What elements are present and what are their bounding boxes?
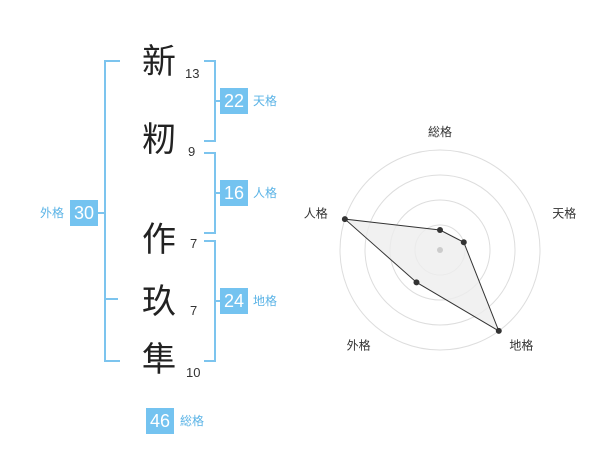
- radar-grid-ring-3: [364, 174, 516, 326]
- chikaku-connector: [214, 300, 220, 302]
- radar-axis-label-5: 人格: [304, 206, 328, 221]
- soukaku-label: 総格: [180, 414, 205, 428]
- soukaku-value: 46: [146, 408, 174, 434]
- radar-point-5: [341, 216, 348, 223]
- gaikaku-bracket: [104, 60, 120, 362]
- tenkaku-connector: [214, 100, 220, 102]
- name-char-3: 作: [142, 220, 176, 260]
- radar-point-1: [437, 227, 443, 233]
- radar-axis-label-2: 天格: [552, 206, 576, 221]
- name-char-2: 籾: [142, 120, 176, 160]
- chikaku-label: 地格: [253, 294, 278, 308]
- gaikaku-bracket-tick: [104, 298, 118, 300]
- stroke-count-4: 7: [190, 303, 198, 318]
- radar-axis-label-3: 地格: [509, 337, 533, 352]
- stroke-count-1: 13: [185, 66, 200, 81]
- radar-center-point: [437, 247, 443, 253]
- radar-point-2: [460, 239, 467, 246]
- tenkaku-label: 天格: [253, 94, 278, 108]
- name-char-4: 玖: [142, 282, 176, 322]
- stroke-count-2: 9: [188, 144, 196, 159]
- gaikaku-connector: [96, 212, 104, 214]
- radar-point-3: [495, 327, 502, 334]
- jinkaku-label: 人格: [253, 186, 278, 200]
- jinkaku-connector: [214, 192, 220, 194]
- chikaku-value: 24: [220, 288, 248, 314]
- stroke-count-5: 10: [186, 365, 201, 380]
- jinkaku-value: 16: [220, 180, 248, 206]
- radar-grid-ring-4: [339, 149, 541, 351]
- radar-area: [343, 218, 500, 333]
- radar-point-4: [413, 279, 420, 286]
- radar-axis-label-4: 外格: [347, 337, 371, 352]
- gaikaku-value: 30: [70, 200, 98, 226]
- stroke-count-3: 7: [190, 236, 198, 251]
- name-char-1: 新: [142, 42, 176, 82]
- radar-axis-label-1: 総格: [428, 124, 452, 139]
- tenkaku-value: 22: [220, 88, 248, 114]
- name-char-5: 隼: [142, 340, 176, 380]
- gaikaku-label: 外格: [40, 206, 65, 220]
